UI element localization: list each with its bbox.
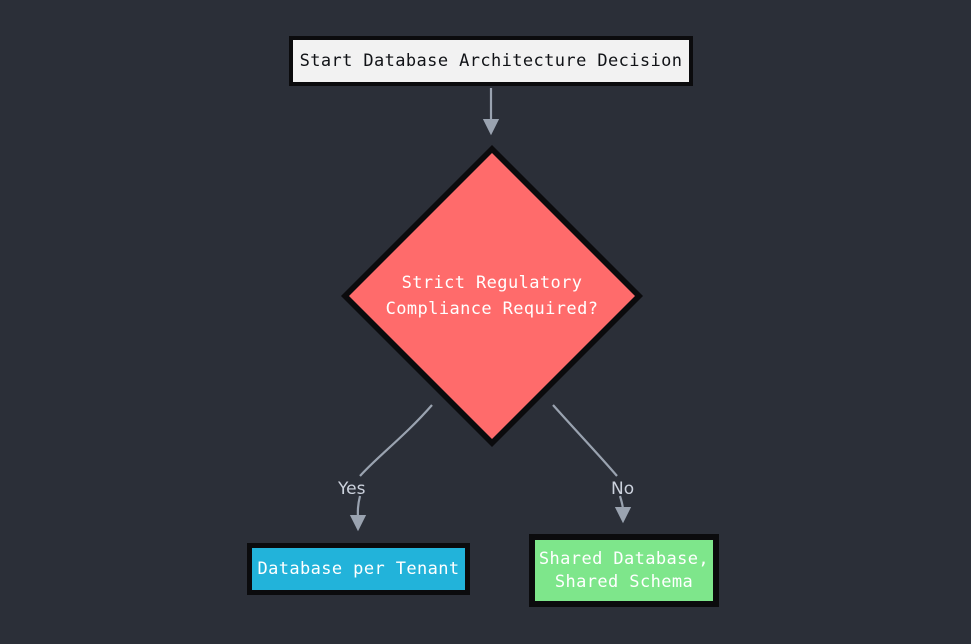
- node-decision-label: Strict Regulatory Compliance Required?: [385, 272, 599, 319]
- edge-label-no: No: [611, 479, 635, 499]
- edge-label-yes: Yes: [338, 479, 366, 499]
- node-database-per-tenant[interactable]: Database per Tenant: [247, 543, 470, 595]
- node-start[interactable]: Start Database Architecture Decision: [289, 36, 693, 86]
- node-shared-database-shared-schema[interactable]: Shared Database, Shared Schema: [529, 534, 719, 607]
